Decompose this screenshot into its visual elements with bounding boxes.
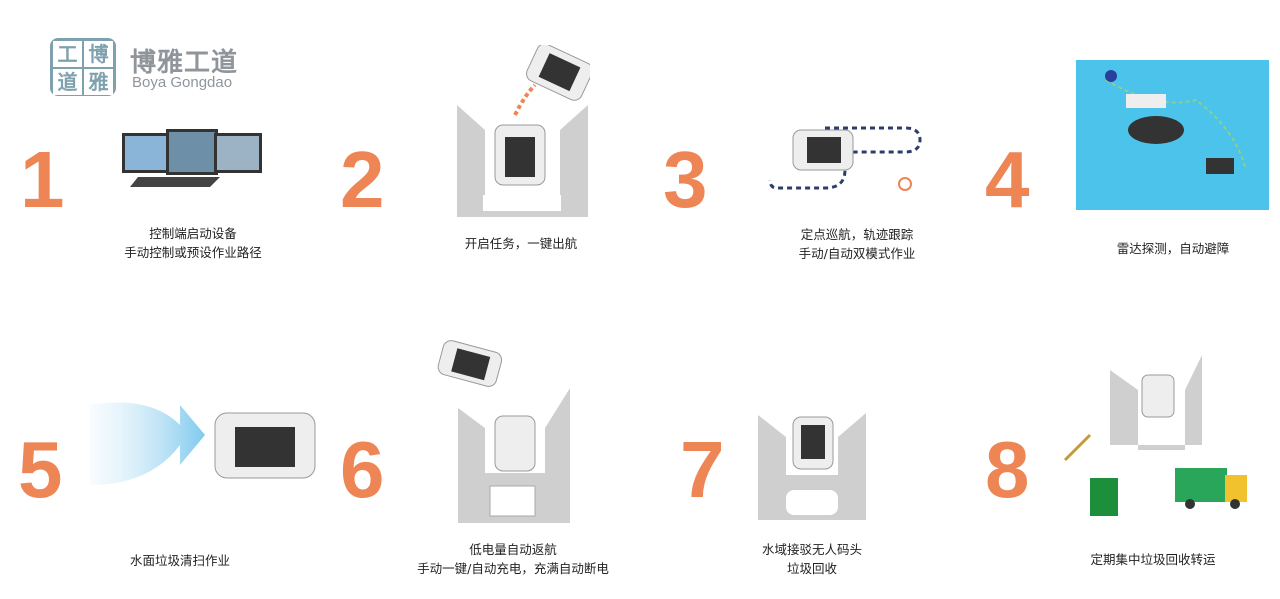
step-number-7: 7 (680, 425, 725, 514)
logo-cell: 工 (53, 41, 82, 67)
step-caption-6: 低电量自动返航手动一键/自动充电，充满自动断电 (383, 540, 643, 578)
step-number-4: 4 (985, 135, 1030, 224)
caption-line: 垃圾回收 (786, 561, 837, 576)
step-number-6: 6 (340, 425, 385, 514)
dock-launch-illustration (457, 45, 590, 217)
caption-line: 控制端启动设备 (149, 226, 237, 241)
control-monitors-illustration (122, 129, 262, 187)
step-number-2: 2 (340, 135, 385, 224)
caption-line: 定点巡航，轨迹跟踪 (800, 227, 914, 242)
step-number-8: 8 (985, 425, 1030, 514)
logo-cell: 雅 (84, 69, 113, 95)
caption-line: 定期集中垃圾回收转运 (1090, 552, 1216, 567)
caption-line: 雷达探测，自动避障 (1116, 241, 1230, 256)
caption-line: 低电量自动返航 (469, 542, 557, 557)
step-number-5: 5 (18, 425, 63, 514)
step-caption-5: 水面垃圾清扫作业 (50, 551, 310, 570)
logo-name-cn: 博雅工道 (130, 48, 239, 78)
logo-cell: 道 (53, 69, 82, 95)
step-caption-7: 水域接驳无人码头垃圾回收 (682, 540, 942, 578)
caption-line: 手动/自动双模式作业 (798, 246, 916, 261)
caption-line: 水域接驳无人码头 (761, 542, 862, 557)
radar-map-illustration (1076, 60, 1269, 210)
step-caption-3: 定点巡航，轨迹跟踪手动/自动双模式作业 (727, 225, 987, 263)
cleaning-illustration (90, 402, 316, 485)
logo-name-en: Boya Gongdao (132, 74, 233, 91)
logo-cell: 博 (84, 41, 113, 67)
caption-line: 开启任务，一键出航 (464, 236, 578, 251)
caption-line: 水面垃圾清扫作业 (129, 553, 230, 568)
cruise-route-illustration (768, 126, 922, 191)
step-number-1: 1 (20, 135, 65, 224)
step-number-3: 3 (663, 135, 708, 224)
caption-line: 手动控制或预设作业路径 (124, 245, 262, 260)
garbage-transfer-illustration (1063, 355, 1247, 516)
step-caption-8: 定期集中垃圾回收转运 (1023, 550, 1280, 569)
caption-line: 手动一键/自动充电，充满自动断电 (417, 561, 609, 576)
step-caption-1: 控制端启动设备手动控制或预设作业路径 (63, 224, 323, 262)
step-caption-2: 开启任务，一键出航 (391, 234, 651, 253)
garbage-dock-illustration (758, 413, 866, 520)
logo-mark: 工 博 道 雅 (50, 38, 116, 96)
step-caption-4: 雷达探测，自动避障 (1043, 239, 1280, 258)
charging-dock-illustration (437, 340, 570, 523)
